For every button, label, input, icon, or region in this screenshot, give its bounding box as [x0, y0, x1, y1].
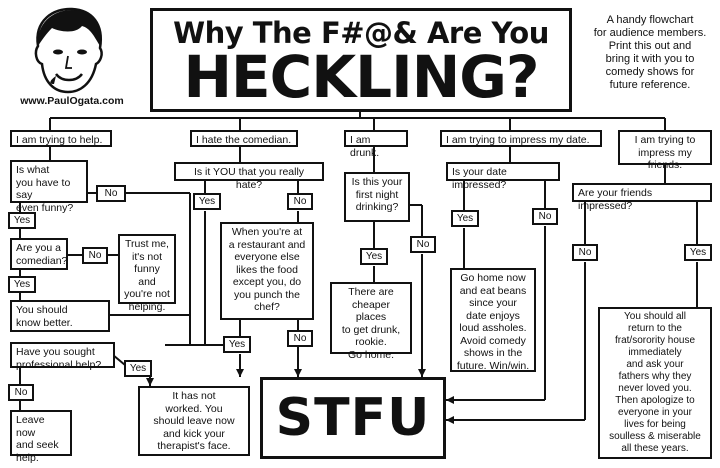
- answer-no-hate: No: [287, 193, 313, 210]
- title-line-1: Why The F#@& Are You: [173, 16, 549, 50]
- face-logo-icon: [34, 7, 103, 94]
- answer-yes-professional: Yes: [124, 360, 152, 377]
- answer-yes-friends: Yes: [684, 244, 712, 261]
- question-date-impressed: Is your date impressed?: [446, 162, 560, 191]
- answer-no-date: No: [532, 208, 558, 225]
- answer-yes-hate: Yes: [193, 193, 221, 210]
- website-url[interactable]: www.PaulOgata.com: [20, 95, 124, 107]
- answer-yes-comedian: Yes: [8, 276, 36, 293]
- answer-yes-date: Yes: [451, 210, 479, 227]
- not-worked-box: It has not worked. You should leave now …: [138, 386, 250, 456]
- title-line-2: HECKLING?: [183, 43, 539, 111]
- question-first-night: Is this your first night drinking?: [344, 172, 410, 222]
- leave-now-box: Leave now and seek help.: [10, 410, 72, 464]
- reason-help: I am trying to help.: [10, 130, 112, 147]
- question-funny: Is what you have to say even funny?: [10, 160, 88, 214]
- cheaper-places-box: There are cheaper places to get drunk, r…: [330, 282, 412, 361]
- answer-no-drunk: No: [410, 236, 436, 253]
- reason-hate: I hate the comedian.: [190, 130, 298, 147]
- title-box: Why The F#@& Are You HECKLING?: [150, 8, 572, 112]
- answer-no-restaurant: No: [287, 330, 313, 347]
- reason-date: I am trying to impress my date.: [440, 130, 602, 147]
- trust-me-box: Trust me, it's not funny and you're not …: [118, 234, 176, 313]
- frat-house-box: You should all return to the frat/sorori…: [598, 307, 712, 459]
- eat-beans-box: Go home now and eat beans since your dat…: [450, 268, 536, 372]
- instructions-note: A handy flowchart for audience members. …: [593, 14, 707, 91]
- answer-no-comedian: No: [82, 247, 108, 264]
- know-better-box: You should know better.: [10, 300, 110, 332]
- answer-yes-drunk: Yes: [360, 248, 388, 265]
- reason-drunk: I am drunk.: [344, 130, 408, 159]
- reason-friends: I am trying to impress my friends.: [618, 130, 712, 171]
- question-friends-impressed: Are your friends impressed?: [572, 183, 712, 212]
- question-restaurant: When you're at a restaurant and everyone…: [220, 222, 314, 320]
- question-comedian: Are you a comedian?: [10, 238, 68, 270]
- answer-yes-restaurant: Yes: [223, 336, 251, 353]
- question-professional: Have you sought professional help?: [10, 342, 115, 371]
- answer-no-funny: No: [96, 185, 126, 202]
- answer-no-professional: No: [8, 384, 34, 401]
- stfu-box: STFU: [260, 377, 446, 459]
- stfu-label: STFU: [275, 388, 431, 448]
- question-hate-you: Is it YOU that you really hate?: [174, 162, 324, 191]
- answer-no-friends: No: [572, 244, 598, 261]
- answer-yes-funny: Yes: [8, 212, 36, 229]
